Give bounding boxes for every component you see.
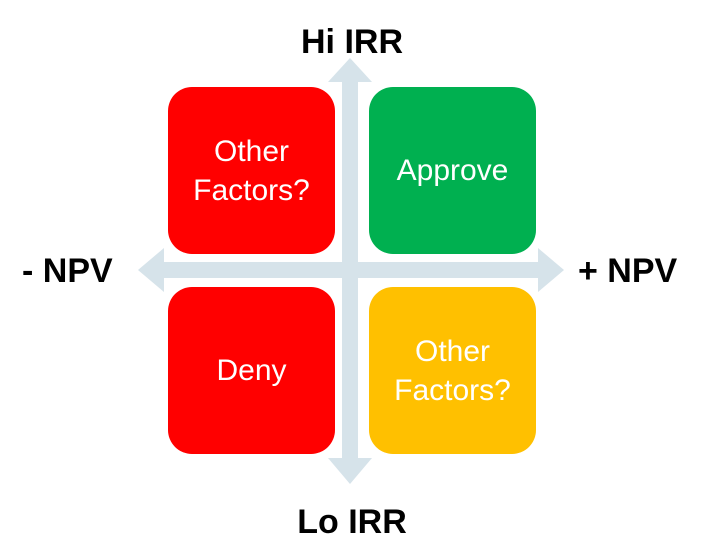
arrow-right-icon bbox=[538, 248, 564, 292]
quadrant-label-line1: Other bbox=[213, 134, 290, 168]
positive-npv-label: + NPV bbox=[578, 252, 678, 290]
quadrant-other-factors-top-left: Other Factors? bbox=[168, 87, 335, 254]
quadrant-label: Approve bbox=[396, 154, 509, 187]
arrow-up-icon bbox=[328, 58, 372, 82]
lo-irr-label: Lo IRR bbox=[297, 503, 407, 541]
horizontal-axis bbox=[160, 262, 542, 278]
quadrant-label-line2: Factors? bbox=[394, 373, 511, 407]
arrow-left-icon bbox=[138, 248, 164, 292]
quadrant-label-line2: Factors? bbox=[193, 173, 310, 207]
quadrant-other-factors-bottom-right: Other Factors? bbox=[369, 287, 536, 454]
negative-npv-label: - NPV bbox=[22, 252, 113, 290]
quadrant-label: Deny bbox=[216, 354, 287, 387]
hi-irr-label: Hi IRR bbox=[301, 23, 403, 61]
quadrant-deny: Deny bbox=[168, 287, 335, 454]
arrow-down-icon bbox=[328, 458, 372, 484]
quadrant-label-line1: Other bbox=[414, 334, 491, 368]
quadrant-approve: Approve bbox=[369, 87, 536, 254]
